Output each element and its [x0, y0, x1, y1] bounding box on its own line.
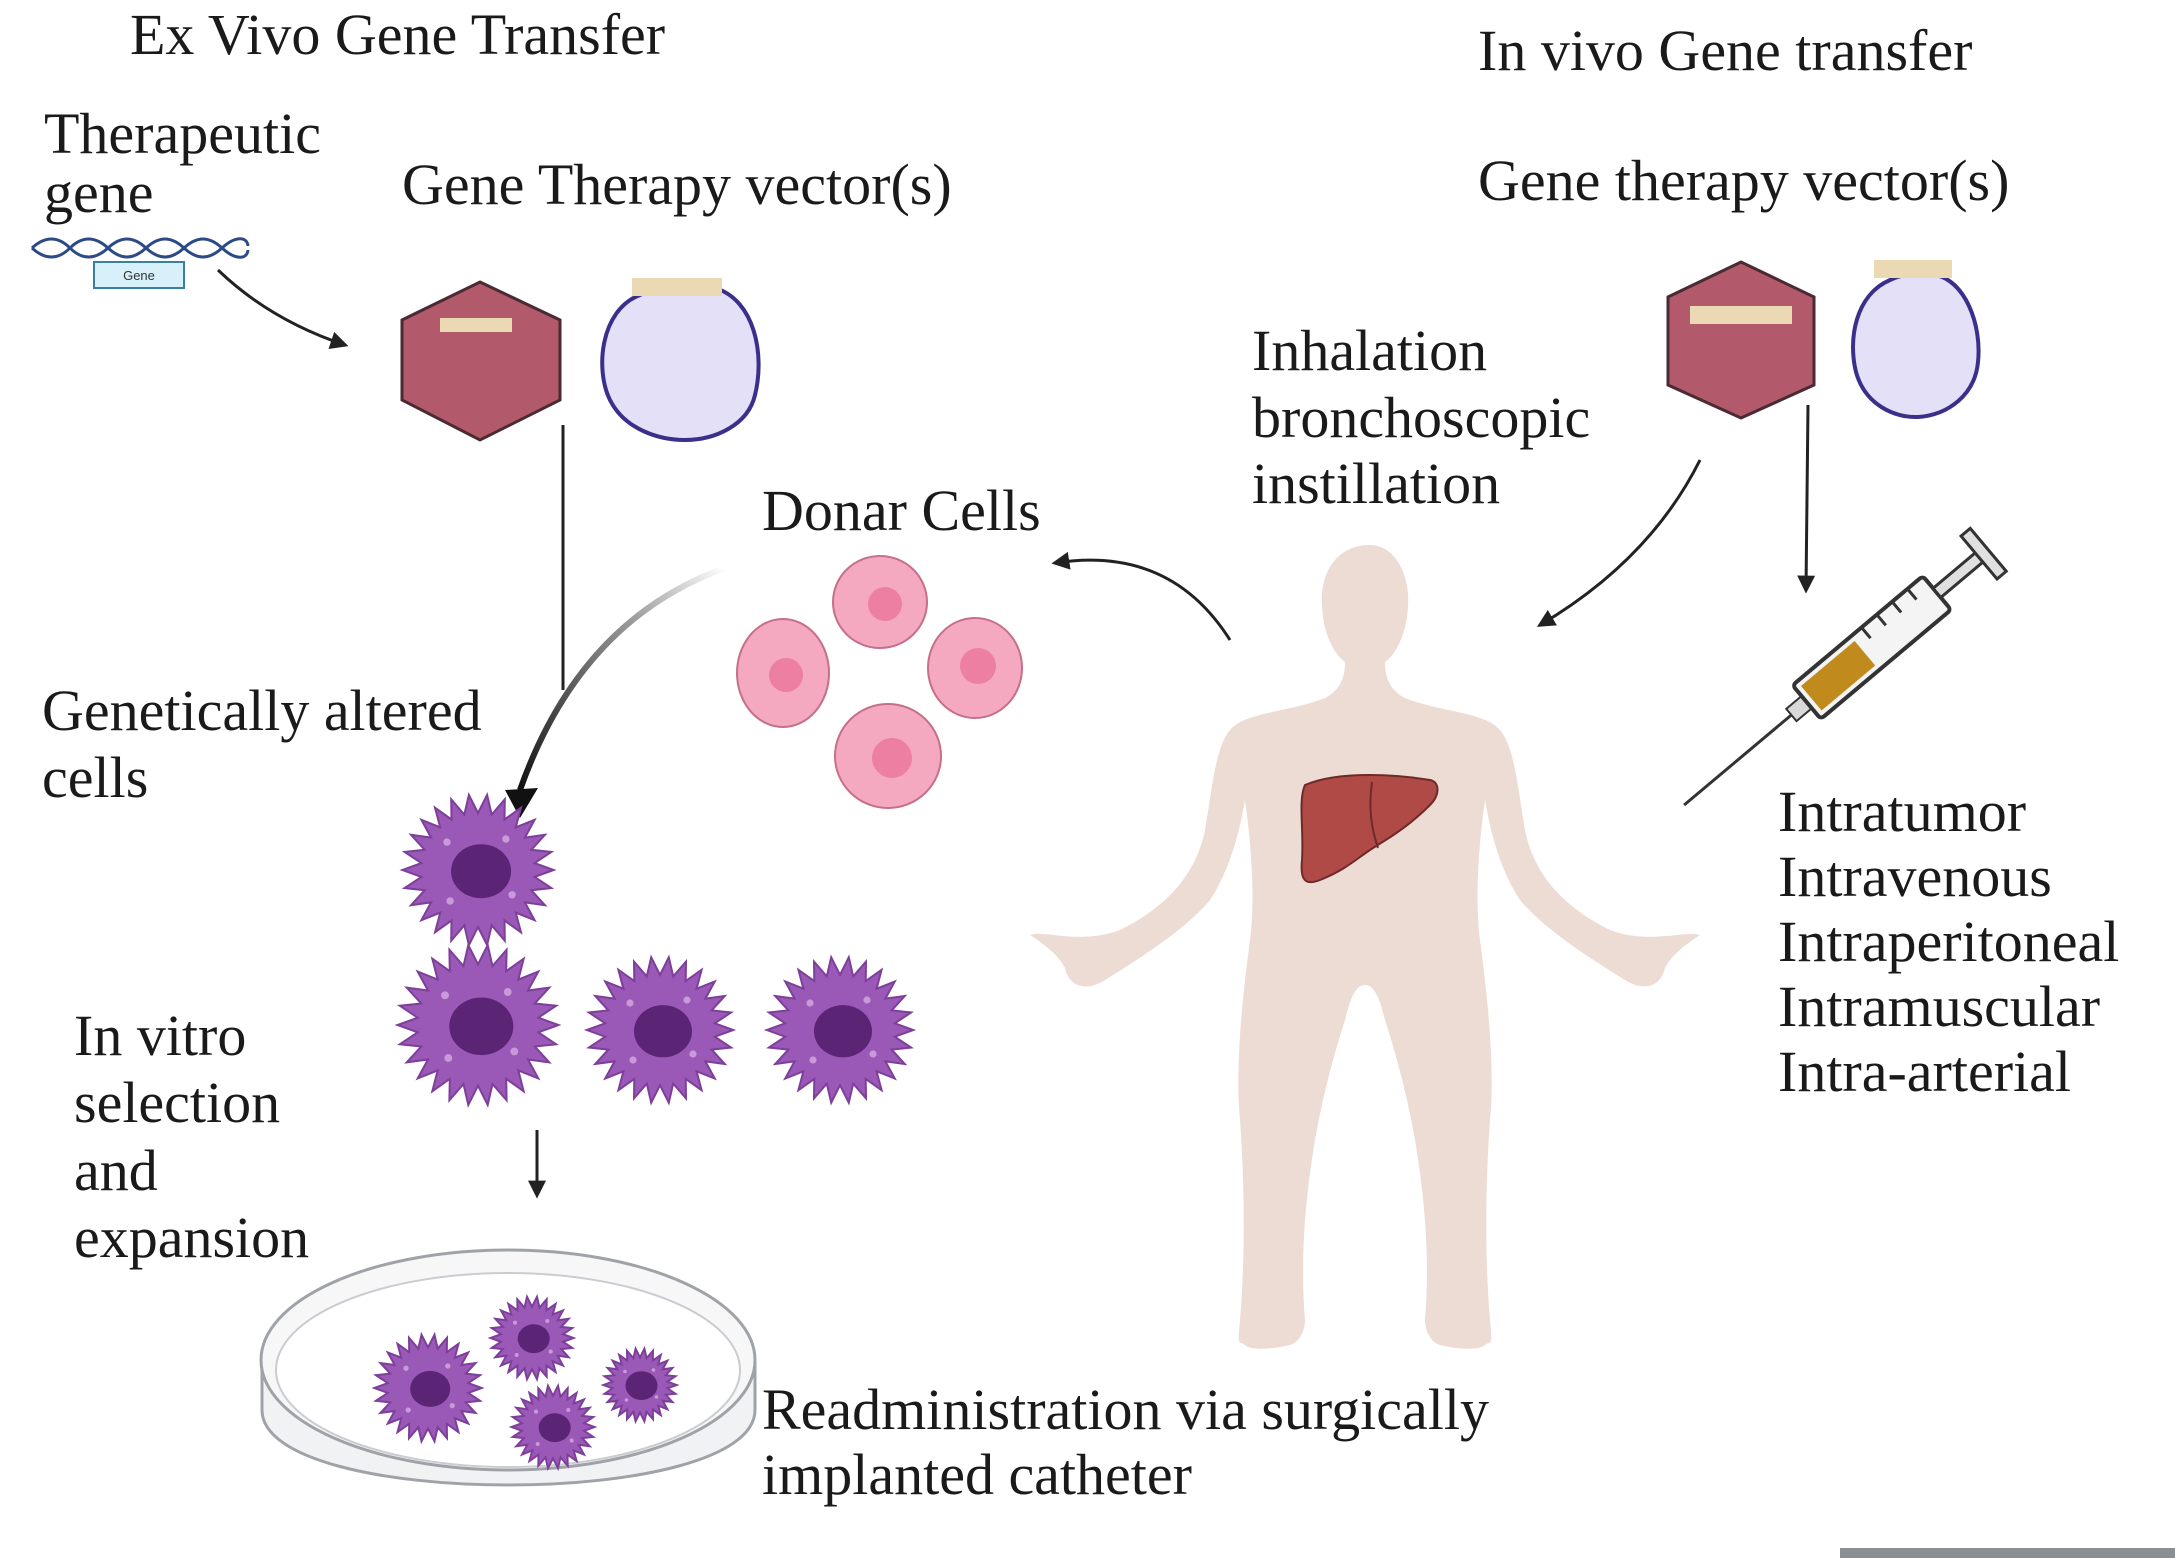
arrow-gene-to-vector [216, 268, 349, 349]
in-vitro-line-2: selection [74, 1070, 281, 1136]
ex-vivo-vector-label: Gene Therapy vector(s) [402, 152, 952, 217]
donar-cells-label: Donar Cells [762, 478, 1041, 543]
arrow-donor-to-altered [517, 565, 727, 791]
donor-cell-icon [736, 618, 830, 728]
in-vitro-line-3: and [74, 1137, 158, 1203]
altered-cell-icon [371, 1331, 485, 1445]
lentivirus-icon [1851, 260, 1981, 420]
genetically-altered-line-1: Genetically altered [42, 678, 482, 743]
inhalation-line-3: instillation [1252, 451, 1501, 517]
readministration-line-1: Readministration via surgically [762, 1377, 1490, 1442]
inhalation-line-1: Inhalation [1252, 318, 1488, 383]
donor-cell-icon [927, 617, 1023, 719]
altered-cell-icon [394, 942, 562, 1108]
therapeutic-gene-line-1: Therapeutic [44, 101, 321, 166]
altered-cell-icon [487, 1293, 577, 1383]
gene-tag-label: Gene [123, 268, 155, 283]
route-item: Intramuscular [1778, 973, 2101, 1039]
therapeutic-gene-line-2: gene [44, 160, 154, 226]
inhalation-line-2: bronchoscopic [1252, 384, 1591, 450]
route-item: Intratumor [1778, 779, 2027, 844]
altered-cell-icon [583, 954, 737, 1106]
altered-cell-icon [508, 1382, 598, 1472]
altered-cell-icon [600, 1345, 680, 1425]
donor-cells-group [736, 555, 1023, 809]
lentivirus-icon [600, 278, 761, 443]
in-vivo-vector-label: Gene therapy vector(s) [1478, 148, 2010, 213]
genetically-altered-label: Genetically altered cells [42, 678, 482, 811]
altered-cells-group [394, 791, 917, 1108]
arrow-vector-to-syringe [1797, 404, 1816, 594]
altered-cell-icon [763, 954, 917, 1106]
therapeutic-gene-label: Therapeutic gene [44, 104, 321, 222]
in-vitro-line-1: In vitro [74, 1003, 247, 1068]
adenovirus-icon [1666, 260, 1816, 420]
altered-cell-icon [399, 791, 557, 949]
liver-icon [1300, 774, 1439, 884]
heading-in-vivo: In vivo Gene transfer [1478, 18, 1973, 83]
dish-cells-group [371, 1293, 680, 1472]
in-vitro-label: In vitro selection and expansion [74, 1002, 309, 1271]
routes-list: Intratumor Intravenous Intraperitoneal I… [1778, 779, 2120, 1105]
arrow-vector-to-body [1536, 459, 1702, 627]
donor-cell-icon [832, 555, 928, 649]
petri-dish-icon [259, 1248, 757, 1487]
genetically-altered-line-2: cells [42, 744, 149, 810]
donor-cell-icon [834, 703, 942, 809]
route-item: Intravenous [1778, 843, 2052, 909]
heading-ex-vivo: Ex Vivo Gene Transfer [130, 2, 666, 67]
in-vitro-line-4: expansion [74, 1204, 310, 1270]
syringe-icon [1683, 526, 2009, 807]
route-item: Intra-arterial [1778, 1038, 2072, 1104]
human-body-icon [1030, 545, 1700, 1349]
readministration-line-2: implanted catheter [762, 1441, 1192, 1507]
readministration-label: Readministration via surgically implante… [762, 1377, 1490, 1508]
dna-icon: Gene [30, 237, 250, 289]
corner-bar [1840, 1548, 2175, 1558]
inhalation-label: Inhalation bronchoscopic instillation [1252, 318, 1590, 518]
arrow-body-to-donor [1051, 551, 1232, 641]
route-item: Intraperitoneal [1778, 908, 2120, 974]
adenovirus-icon [400, 280, 562, 442]
arrow-donor-to-altered-head [505, 788, 538, 818]
